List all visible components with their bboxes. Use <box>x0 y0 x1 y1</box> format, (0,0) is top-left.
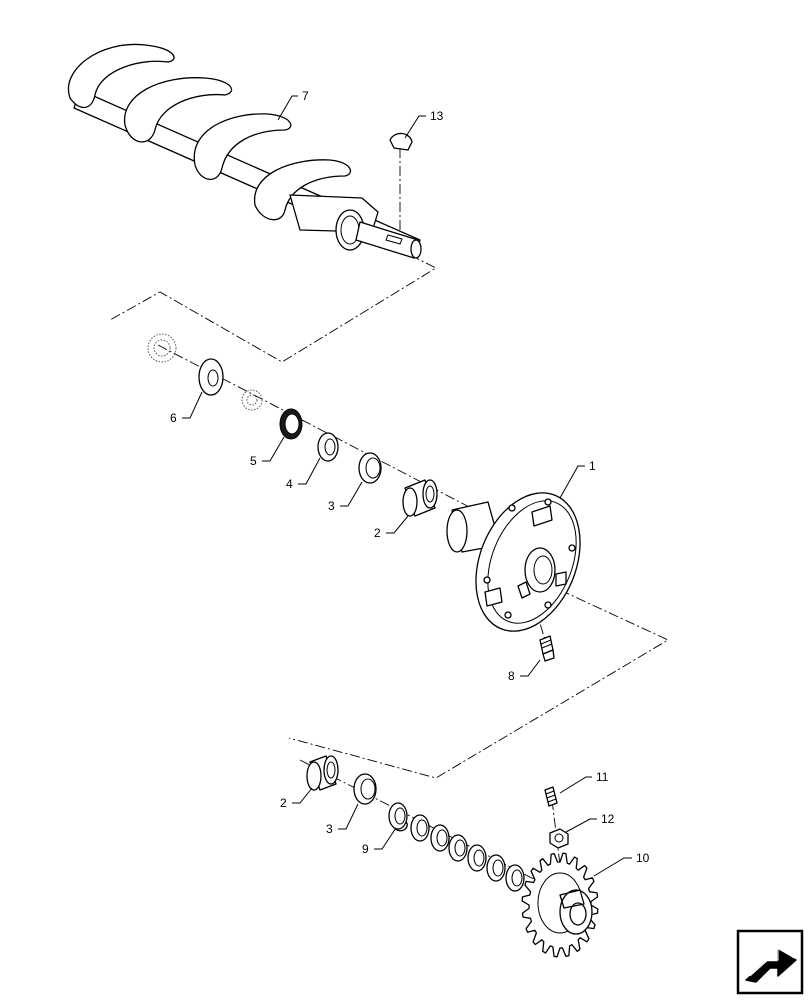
woodruff-key-part-13 <box>389 132 413 151</box>
callout-12: 12 <box>601 812 615 826</box>
bushing-part-2-lower <box>306 755 339 791</box>
washer-part-4 <box>317 432 339 462</box>
bearing-housing-part-1 <box>446 492 581 632</box>
grease-fitting-part-8 <box>539 635 555 662</box>
callout-1: 1 <box>589 459 596 473</box>
assembly-centerlines <box>109 148 669 906</box>
callout-labels: 7 13 6 5 4 3 2 1 8 2 3 9 11 12 10 <box>170 89 650 865</box>
callout-2-upper: 2 <box>374 526 381 540</box>
set-screw-part-11 <box>544 786 558 807</box>
callout-8: 8 <box>508 669 515 683</box>
callout-10: 10 <box>636 851 650 865</box>
ring-part-3-lower <box>353 773 377 805</box>
callout-11: 11 <box>596 770 609 784</box>
sprocket-part-10 <box>521 852 599 958</box>
reference-sprocket-ghost <box>147 333 263 411</box>
callout-7: 7 <box>302 89 309 103</box>
callout-4: 4 <box>286 477 293 491</box>
nut-part-12 <box>549 828 569 849</box>
auger-shaft-part-7 <box>67 43 422 259</box>
washer-part-6 <box>198 358 224 396</box>
continue-arrow-icon[interactable] <box>736 929 804 995</box>
callout-3-upper: 3 <box>328 499 335 513</box>
bushing-part-2-upper <box>402 479 438 517</box>
callout-13: 13 <box>430 109 444 123</box>
callout-2-lower: 2 <box>280 796 287 810</box>
callout-3-lower: 3 <box>326 822 333 836</box>
callout-5: 5 <box>250 454 257 468</box>
callout-6: 6 <box>170 411 177 425</box>
callout-9: 9 <box>362 842 369 856</box>
seal-part-5 <box>279 408 303 440</box>
spacer-rings-part-9 <box>388 802 525 892</box>
ring-part-3-upper <box>358 452 382 484</box>
callout-leaders <box>182 95 632 877</box>
